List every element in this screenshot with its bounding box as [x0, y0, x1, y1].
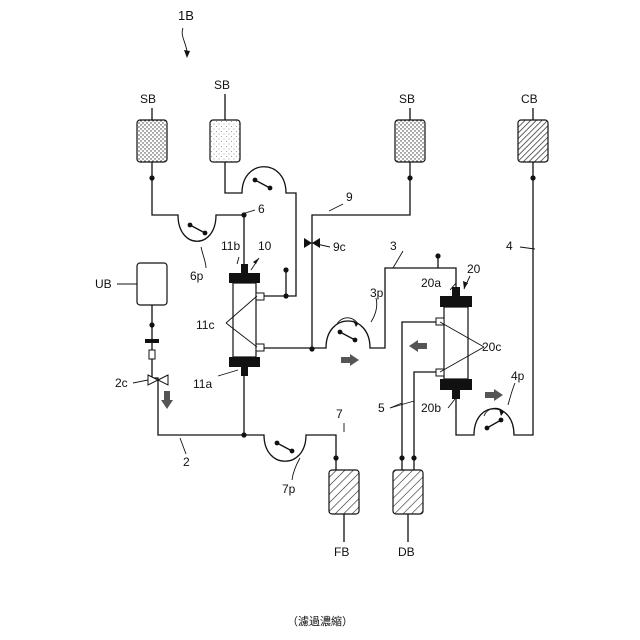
db-bag-label: DB: [398, 545, 415, 559]
label-2c: 2c: [115, 376, 128, 390]
flow-arrow-left: [409, 340, 427, 352]
pump-7p-rotor: [275, 441, 295, 454]
cb-bag: CB: [518, 92, 548, 162]
label-20b: 20b: [421, 401, 441, 415]
label-5: 5: [378, 401, 385, 415]
label-11c: 11c: [196, 318, 214, 332]
line-5b: [414, 372, 436, 470]
pump-4p-rotor: [484, 408, 504, 430]
figure-leader: [182, 28, 187, 52]
label-9: 9: [346, 190, 353, 204]
line-9: [312, 162, 410, 349]
label-11a: 11a: [193, 377, 212, 391]
pump-sb2-rotor: [253, 178, 273, 191]
figure-label: 1B: [178, 8, 194, 23]
db-bag: DB: [393, 470, 423, 559]
label-20a: 20a: [421, 276, 441, 290]
pump-6p-rotor: [188, 223, 208, 236]
flow-arrow-right-1: [341, 354, 359, 366]
label-20: 20: [467, 262, 481, 276]
label-20c: 20c: [482, 340, 501, 354]
sb-bag-3: SB: [395, 92, 425, 162]
sb-bag-1-label: SB: [140, 92, 156, 106]
sb-bag-2: SB: [210, 78, 240, 162]
flow-arrow-right-2: [485, 389, 503, 401]
sb-bag-1: SB: [137, 92, 167, 162]
label-11b: 11b: [221, 239, 240, 253]
sb-bag-3-label: SB: [399, 92, 415, 106]
fb-bag: FB: [329, 470, 359, 559]
label-7p: 7p: [282, 482, 296, 496]
label-3p: 3p: [370, 286, 384, 300]
fb-bag-label: FB: [334, 545, 349, 559]
figure-caption: （濾過濃縮）: [287, 614, 353, 628]
label-4p: 4p: [511, 369, 525, 383]
label-6: 6: [258, 202, 265, 216]
flow-arrow-down: [161, 391, 173, 409]
filter-10: [229, 264, 264, 376]
cb-bag-label: CB: [521, 92, 538, 106]
label-7: 7: [336, 407, 343, 421]
label-3: 3: [390, 239, 397, 253]
figure-arrowhead: [184, 50, 190, 58]
ub-bag: UB: [95, 263, 167, 305]
label-2: 2: [183, 455, 190, 469]
sb-bag-2-label: SB: [214, 78, 230, 92]
filter-20: [436, 287, 472, 399]
label-4: 4: [506, 239, 513, 253]
label-10: 10: [258, 239, 272, 253]
ub-bag-label: UB: [95, 277, 112, 291]
label-6p: 6p: [190, 269, 204, 283]
label-9c: 9c: [333, 240, 346, 254]
